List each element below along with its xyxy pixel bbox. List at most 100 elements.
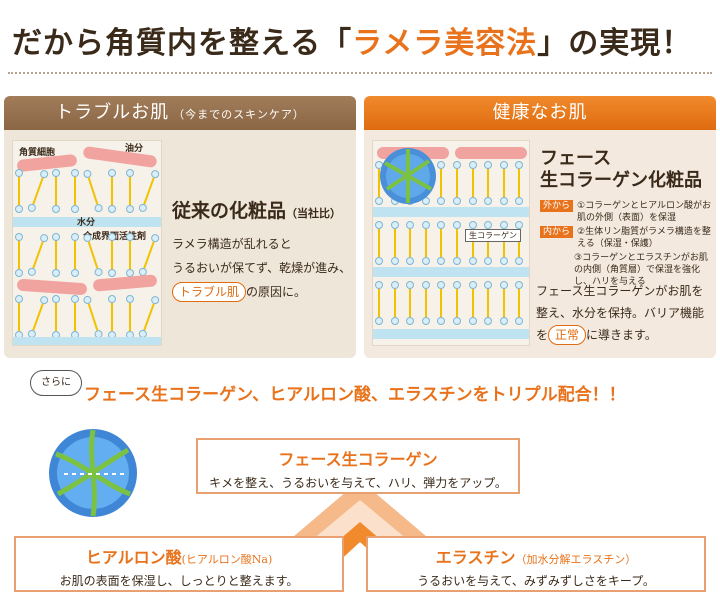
water-layer xyxy=(13,217,161,227)
lipid-molecule xyxy=(484,221,493,265)
lipid-molecule xyxy=(515,281,524,325)
face-collagen-title-line: フェース xyxy=(540,148,612,169)
face-collagen-text-line: フェース生コラーゲンがお肌を xyxy=(536,284,704,298)
lipid-molecule xyxy=(390,281,399,325)
lipid-molecule xyxy=(468,221,477,265)
conventional-text-line: の原因に。 xyxy=(246,285,307,299)
lipid-molecule xyxy=(15,169,23,213)
elastin-note: （加水分解エラスチン） xyxy=(515,553,637,566)
trouble-skin-panel: トラブルお肌（今までのスキンケア） 角質細胞 油分 水分 合成界面活性剤 従来の… xyxy=(4,96,356,358)
list-item-text: ②生体リン脂質がラメラ構造を整える（保湿・保護） xyxy=(577,227,711,249)
lipid-molecule xyxy=(126,295,134,339)
lipid-molecule xyxy=(515,161,524,205)
lipid-molecule xyxy=(484,161,493,205)
hyaluronic-acid-box-title: ヒアルロン酸(ヒアルロン酸Na) xyxy=(16,544,342,568)
list-item-text: ①コラーゲンとヒアルロン酸がお肌の外側（表面）を保湿 xyxy=(577,201,711,223)
face-collagen-box-desc: キメを整え、うるおいを与えて、ハリ、弾力をアップ。 xyxy=(209,476,507,490)
lipid-layer xyxy=(13,168,161,214)
lipid-molecule xyxy=(82,168,104,214)
oil-label: 油分 xyxy=(125,144,144,154)
conventional-product-title: 従来の化粧品（当社比） xyxy=(172,196,341,223)
lipid-molecule xyxy=(137,232,160,278)
lipid-molecule xyxy=(70,233,79,277)
trouble-skin-heading-text: トラブルお肌 xyxy=(55,102,170,123)
lipid-molecule xyxy=(484,281,493,325)
lipid-molecule xyxy=(82,232,104,278)
trouble-skin-heading-sub: （今までのスキンケア） xyxy=(173,108,305,121)
keratin-cell xyxy=(455,147,527,159)
lipid-molecule xyxy=(453,221,461,265)
lipid-molecule xyxy=(515,221,524,265)
face-collagen-box: フェース生コラーゲン キメを整え、うるおいを与えて、ハリ、弾力をアップ。 xyxy=(196,438,520,494)
lipid-molecule xyxy=(421,221,430,265)
lipid-molecule xyxy=(26,232,49,278)
lipid-molecule xyxy=(107,295,116,339)
keratin-cell xyxy=(16,278,88,296)
benefit-list: 外から ①コラーゲンとヒアルロン酸がお肌の外側（表面）を保湿 内から ②生体リン… xyxy=(540,200,712,290)
lipid-molecule xyxy=(126,233,134,277)
lipid-molecule xyxy=(390,221,399,265)
lipid-molecule xyxy=(82,294,104,340)
face-collagen-text-line: 整え、水分を保持。バリア機能 xyxy=(536,306,705,320)
lipid-molecule xyxy=(453,161,461,205)
lipid-molecule xyxy=(375,281,383,325)
list-item: 内から ②生体リン脂質がラメラ構造を整える（保湿・保護） xyxy=(540,226,712,250)
page-title: だから角質内を整える「ラメラ美容法」の実現！ xyxy=(12,18,692,62)
face-collagen-text-line: に導きます。 xyxy=(586,328,657,342)
elastin-box: エラスチン（加水分解エラスチン） うるおいを与えて、みずみずしさをキープ。 xyxy=(366,536,706,592)
collagen-label: 生コラーゲン xyxy=(465,229,521,242)
outside-badge: 外から xyxy=(540,200,574,212)
healthy-skin-heading-text: 健康なお肌 xyxy=(492,102,588,123)
collagen-molecule-icon xyxy=(380,148,436,204)
face-collagen-text-line: を xyxy=(536,328,549,342)
lipid-molecule xyxy=(468,161,477,205)
triple-formula-headline: フェース生コラーゲン、ヒアルロン酸、エラスチンをトリプル配合！！ xyxy=(84,385,626,405)
water-layer xyxy=(373,207,529,217)
water-layer xyxy=(373,329,529,339)
lipid-molecule xyxy=(15,233,23,277)
lipid-molecule xyxy=(52,295,60,339)
lipid-molecule xyxy=(107,169,116,213)
face-collagen-box-title: フェース生コラーゲン xyxy=(278,450,438,469)
water-layer xyxy=(13,337,161,345)
face-collagen-product-title: フェース 生コラーゲン化粧品 xyxy=(540,148,702,192)
lipid-layer xyxy=(373,281,529,325)
title-highlight: ラメラ美容法 xyxy=(352,26,538,61)
header: だから角質内を整える「ラメラ美容法」の実現！ xyxy=(0,0,720,80)
hyaluronic-acid-note: (ヒアルロン酸Na) xyxy=(181,553,273,566)
face-collagen-title-line: 生コラーゲン化粧品 xyxy=(540,170,702,191)
lipid-molecule xyxy=(437,221,446,265)
conventional-text-line: うるおいが保てず、乾燥が進み、 xyxy=(172,261,352,275)
lipid-molecule xyxy=(126,169,134,213)
list-item: 外から ①コラーゲンとヒアルロン酸がお肌の外側（表面）を保湿 xyxy=(540,200,712,224)
lipid-molecule xyxy=(137,294,160,340)
keratin-label: 角質細胞 xyxy=(19,148,56,158)
lipid-molecule xyxy=(499,281,508,325)
lipid-layer xyxy=(13,232,161,278)
lipid-molecule xyxy=(52,233,60,277)
lipid-molecule xyxy=(499,221,508,265)
collagen-molecule-icon xyxy=(49,429,137,517)
hyaluronic-acid-box-desc: お肌の表面を保湿し、しっとりと整えます。 xyxy=(59,574,299,588)
conventional-text-line: ラメラ構造が乱れると xyxy=(172,237,292,251)
keratin-cell xyxy=(82,145,158,169)
furthermore-badge: さらに xyxy=(30,370,82,396)
lipid-molecule xyxy=(70,295,79,339)
list-item: ③コラーゲンとエラスチンがお肌の内側（角質層）で保湿を強化し、ハリを与える xyxy=(540,252,712,288)
healthy-skin-panel: 健康なお肌 生コラーゲン フェース 生コラーゲン化粧品 外から ①コラーゲンとヒ… xyxy=(364,96,716,358)
lipid-molecule xyxy=(107,233,116,277)
conventional-description: ラメラ構造が乱れると うるおいが保てず、乾燥が進み、 トラブル肌の原因に。 xyxy=(172,232,352,304)
lipid-molecule xyxy=(15,295,23,339)
lipid-molecule xyxy=(468,281,477,325)
healthy-skin-illustration: 生コラーゲン xyxy=(372,140,530,346)
healthy-skin-heading: 健康なお肌 xyxy=(364,96,716,130)
title-pre: だから角質内を整える「 xyxy=(12,26,353,61)
lipid-molecule xyxy=(437,161,446,205)
hyaluronic-acid-name: ヒアルロン酸 xyxy=(85,548,182,567)
lipid-molecule xyxy=(499,161,508,205)
lipid-molecule xyxy=(437,281,446,325)
damaged-skin-illustration: 角質細胞 油分 水分 合成界面活性剤 xyxy=(12,140,162,346)
dotted-divider xyxy=(8,72,712,74)
lipid-molecule xyxy=(137,168,160,214)
lipid-molecule xyxy=(70,169,79,213)
